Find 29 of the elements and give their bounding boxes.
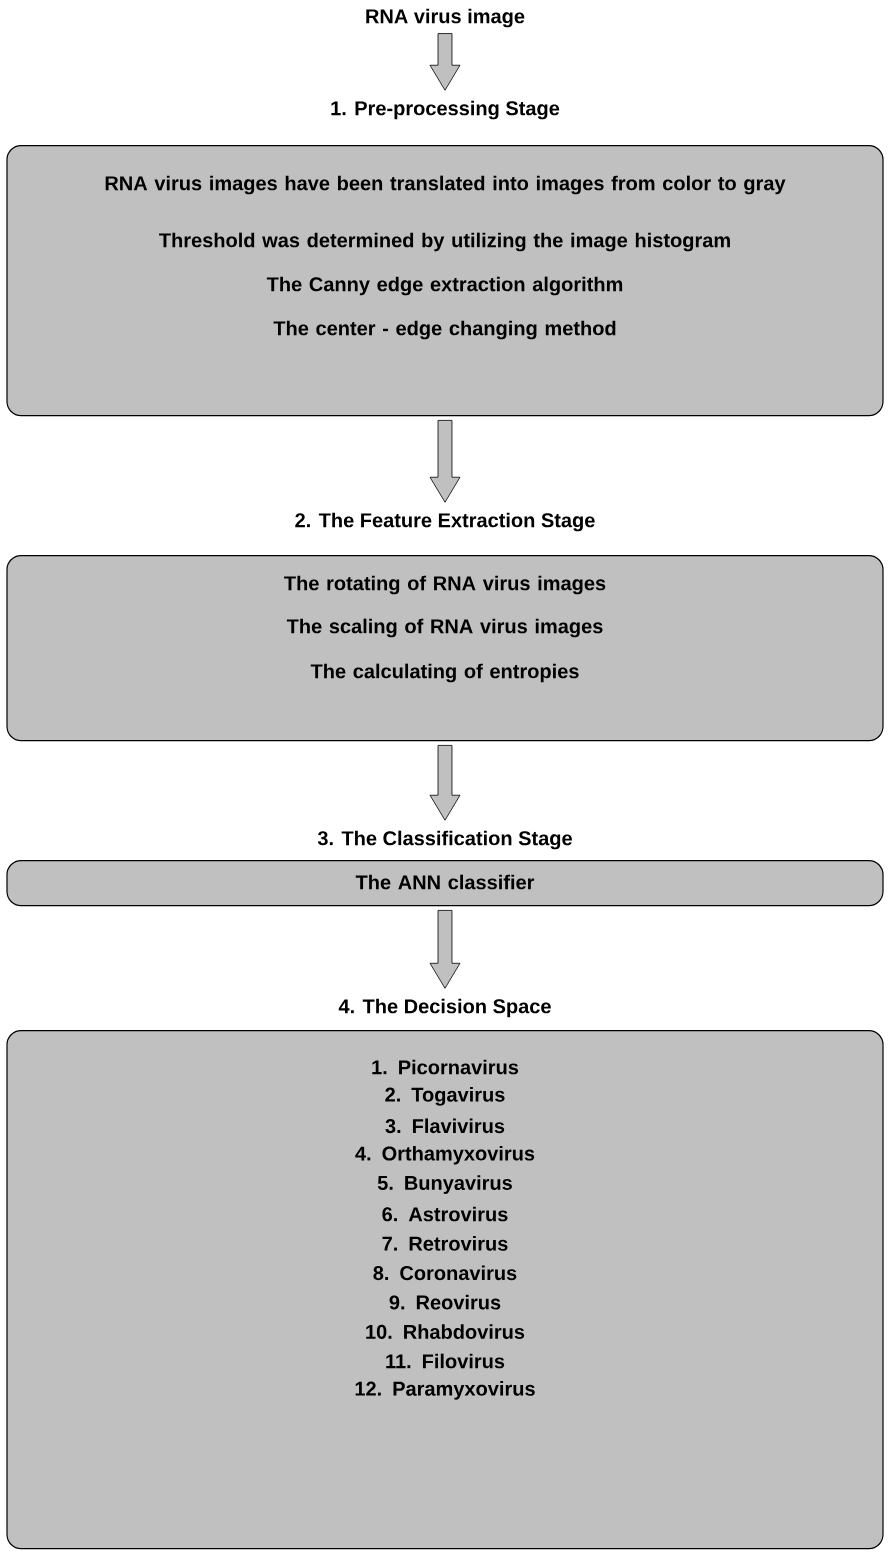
block-arrow — [429, 745, 461, 821]
step-text: 3. Flavivirus — [385, 1118, 505, 1134]
step-text: 12. Paramyxovirus — [355, 1381, 535, 1400]
stage-heading: 1. Pre-processing Stage — [331, 100, 560, 120]
step-text: 2. Togavirus — [385, 1087, 505, 1106]
step-text: The calculating of entropies — [310, 663, 579, 683]
step-text: 10. Rhabdovirus — [366, 1324, 525, 1339]
step-text: The rotating of RNA virus images — [284, 575, 606, 595]
block-arrow — [429, 33, 461, 91]
step-text: 8. Coronavirus — [373, 1265, 517, 1281]
step-text: 5. Bunyavirus — [377, 1175, 512, 1194]
stage-heading: 3. The Classification Stage — [317, 830, 572, 850]
step-text: 7. Retrovirus — [382, 1236, 508, 1251]
step-text: 6. Astrovirus — [382, 1206, 508, 1222]
step-text: The ANN classifier — [355, 874, 535, 890]
step-text: 1. Picornavirus — [372, 1059, 519, 1075]
block-arrow — [429, 420, 461, 503]
step-text: The center - edge changing method — [273, 320, 616, 340]
step-text: The Canny edge extraction algorithm — [266, 276, 623, 296]
title-text: RNA virus image — [366, 8, 525, 28]
step-text: 4. Orthamyxovirus — [355, 1145, 535, 1165]
step-text: Threshold was determined by utilizing the image histogram — [159, 232, 730, 252]
block-arrow — [429, 910, 461, 989]
stage-heading: 4. The Decision Space — [338, 998, 551, 1018]
stage-heading: 2. The Feature Extraction Stage — [295, 512, 595, 532]
step-text: 11. Filovirus — [386, 1353, 505, 1369]
step-text: 9. Reovirus — [389, 1294, 501, 1310]
step-text: RNA virus images have been translated into images from color to gray — [105, 175, 786, 195]
step-text: The scaling of RNA virus images — [286, 618, 603, 638]
